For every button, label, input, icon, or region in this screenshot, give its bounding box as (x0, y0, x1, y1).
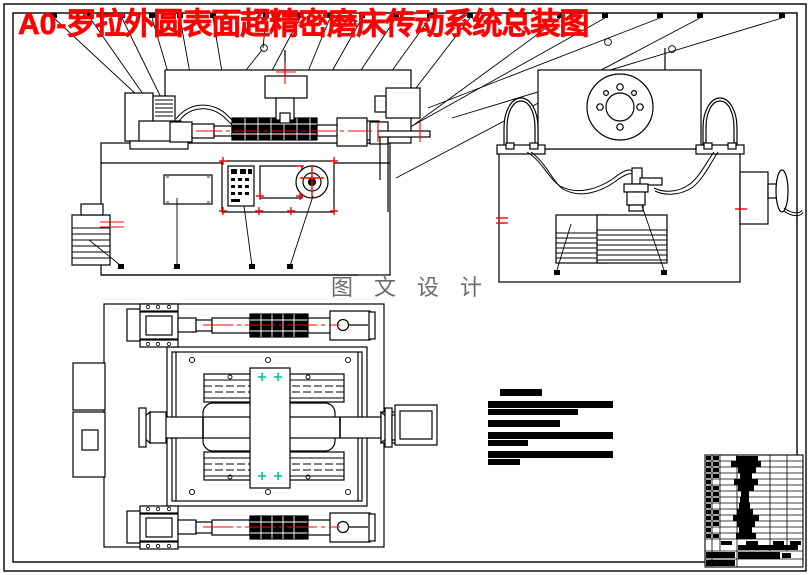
callout-leaders-side (556, 205, 665, 271)
fastener-marks-front (219, 157, 338, 215)
view-front-elevation (71, 50, 431, 276)
drawing-title-prefix: A0- (18, 8, 67, 41)
view-plan (72, 303, 438, 550)
technical-requirements-block (488, 389, 613, 465)
centerlines-side (496, 208, 747, 224)
view-side-elevation (496, 48, 804, 283)
callout-terminator-dots-side (554, 270, 667, 275)
centerlines-front (100, 62, 421, 228)
callout-bubble-icon (260, 38, 676, 53)
centerlines-plan (203, 324, 340, 528)
drawing-title: A0-罗拉外圆表面超精密磨床传动系统总装图 (18, 7, 590, 42)
datum-marks-plan (258, 373, 282, 480)
sheet-border (3, 3, 807, 572)
callout-terminator-dots (51, 13, 785, 18)
drawing-title-chinese: 罗拉外圆表面超精密磨床传动系统总装图 (66, 7, 590, 42)
callout-leaders-front-lower (88, 195, 314, 267)
watermark-text: 图 文 设 计 (331, 276, 489, 301)
callout-terminator-dots-lower (118, 264, 293, 269)
drawing-title-block[interactable] (704, 454, 804, 568)
